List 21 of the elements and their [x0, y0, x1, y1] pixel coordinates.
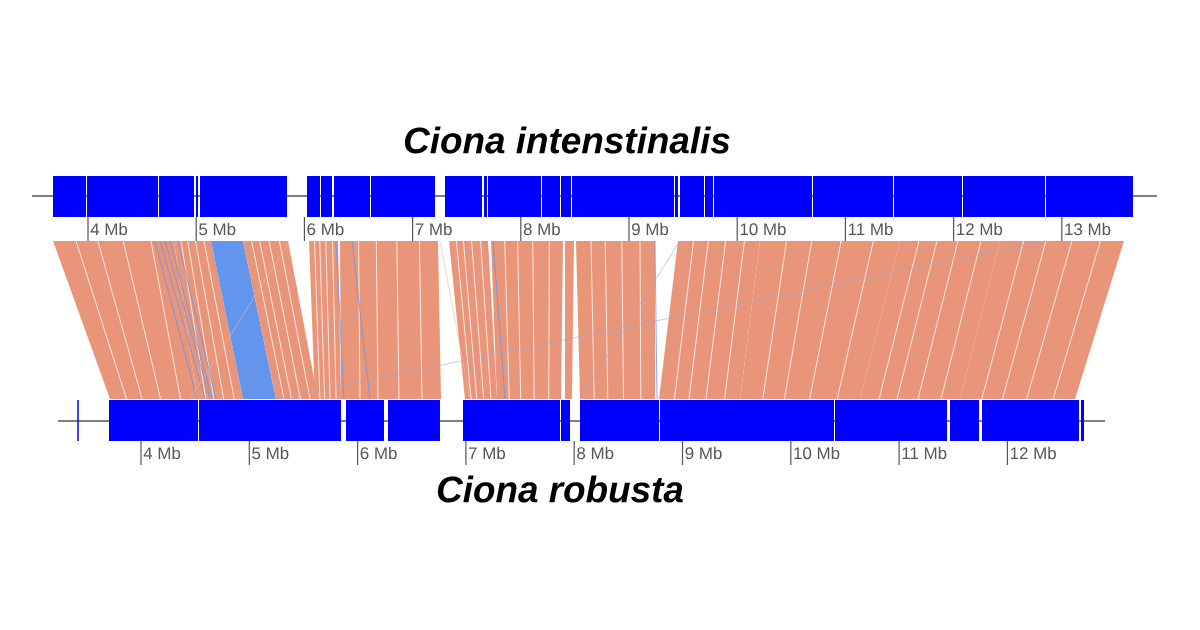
- tick-label: 10 Mb: [794, 446, 840, 460]
- tick-label: 5 Mb: [252, 446, 289, 460]
- tick-label: 9 Mb: [685, 446, 722, 460]
- tick-label: 4 Mb: [90, 222, 128, 236]
- tick-label: 13 Mb: [1065, 222, 1111, 236]
- tick-label: 11 Mb: [902, 446, 947, 460]
- tick-label: 7 Mb: [415, 222, 452, 236]
- species-label: Ciona intenstinalis: [404, 126, 730, 154]
- tick-label: 5 Mb: [199, 222, 236, 236]
- tick-label: 12 Mb: [1010, 446, 1056, 460]
- species-label: Ciona robusta: [437, 475, 683, 503]
- tick-label: 10 Mb: [740, 222, 786, 236]
- tick-label: 12 Mb: [957, 222, 1003, 236]
- tick-label: 8 Mb: [523, 222, 560, 236]
- tick-label: 7 Mb: [469, 446, 506, 460]
- tick-label: 9 Mb: [632, 222, 669, 236]
- tick-label: 11 Mb: [848, 222, 893, 236]
- tick-label: 8 Mb: [577, 446, 614, 460]
- tick-label: 4 Mb: [143, 446, 181, 460]
- tick-label: 6 Mb: [307, 222, 344, 236]
- tick-label: 6 Mb: [360, 446, 397, 460]
